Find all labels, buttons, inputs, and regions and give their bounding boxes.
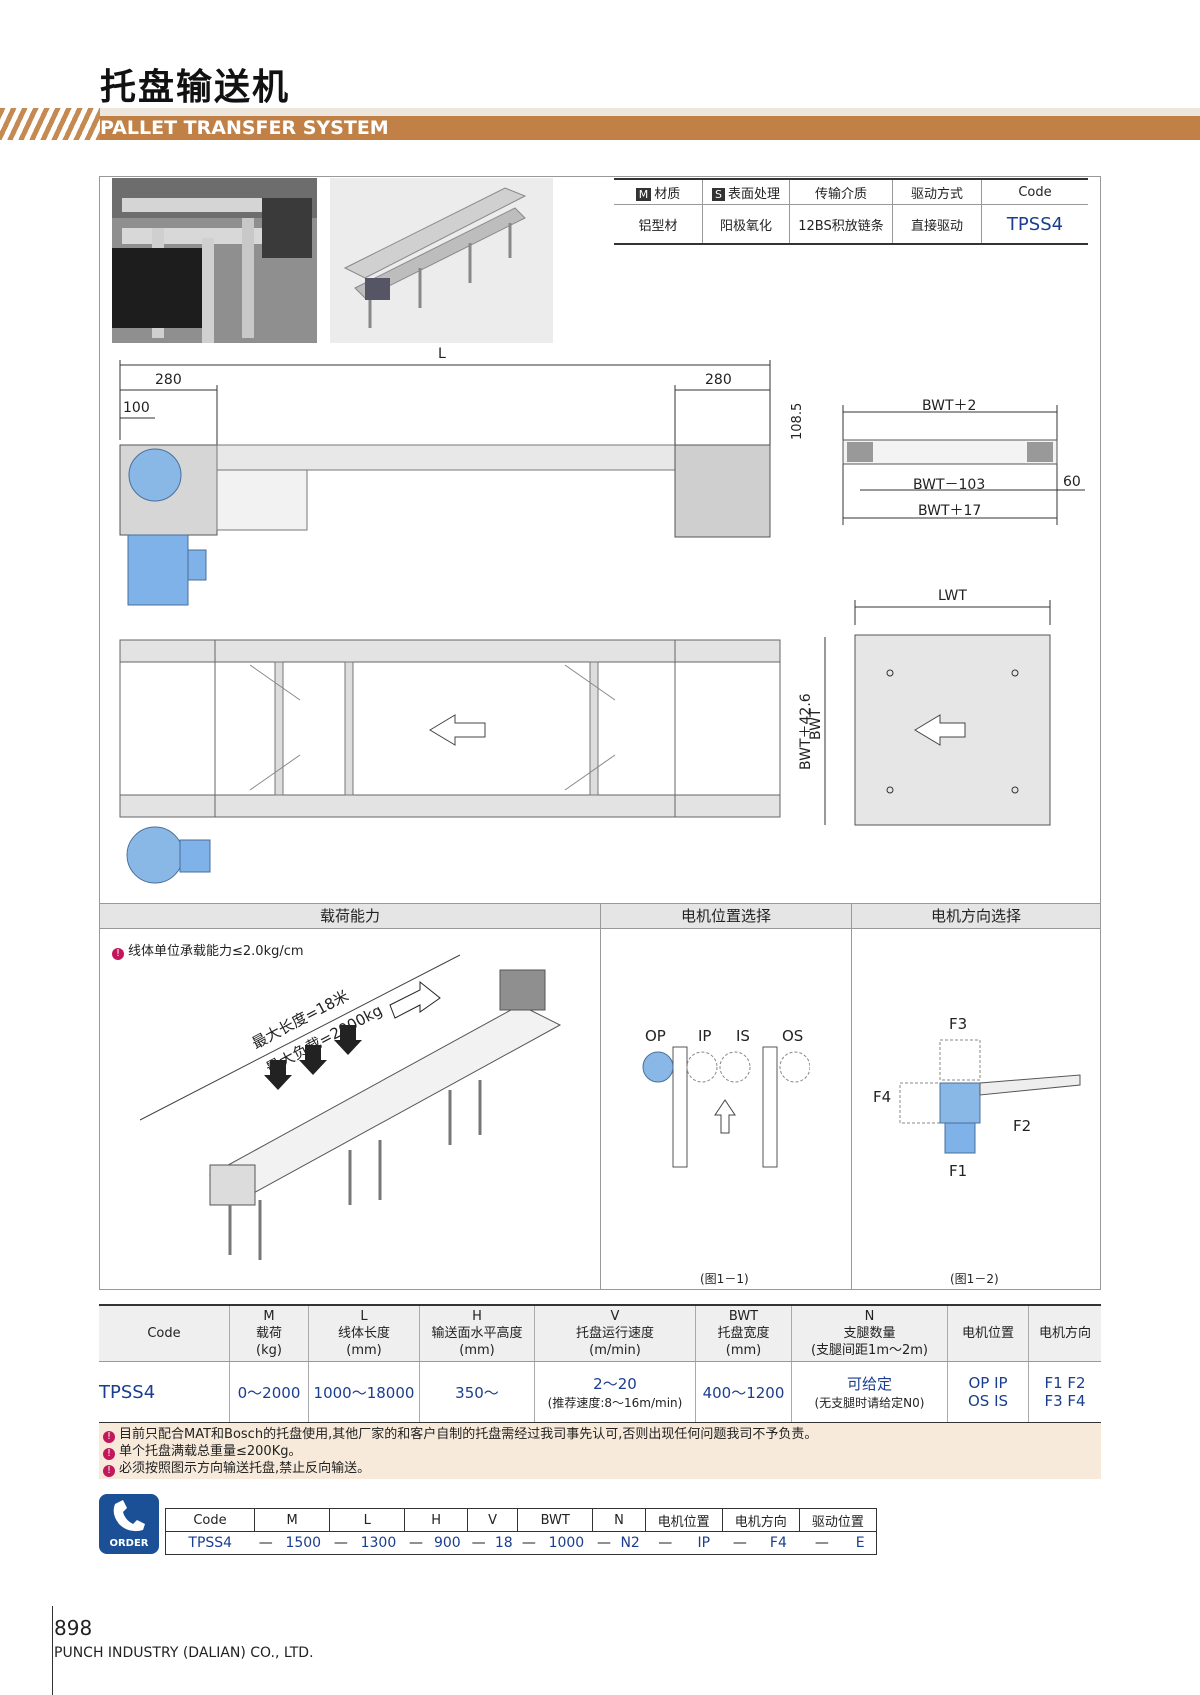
title-band-stripes xyxy=(0,108,100,140)
dir-label-f3: F3 xyxy=(949,1015,968,1033)
notes-box: !目前只配合MAT和Bosch的托盘使用,其他厂家的和客户自制的托盘需经过我司事… xyxy=(99,1423,1101,1479)
section-motor-position: 电机位置选择 xyxy=(601,903,852,929)
dim-bwt-plus2: BWT＋2 xyxy=(922,398,977,414)
pos-label-ip: IP xyxy=(698,1027,712,1045)
figure-caption-1: (图1－1) xyxy=(700,1272,749,1286)
dim-280-right: 280 xyxy=(705,372,732,388)
pos-label-op: OP xyxy=(645,1027,666,1045)
company-name: PUNCH INDUSTRY (DALIAN) CO., LTD. xyxy=(54,1645,314,1661)
dim-100: 100 xyxy=(123,400,150,416)
dir-label-f4: F4 xyxy=(873,1088,892,1106)
side-view-drawing xyxy=(119,360,771,606)
top-view-drawing xyxy=(119,639,781,884)
order-example-table: Code M L H V BWT N 电机位置 电机方向 驱动位置 TPSS4 … xyxy=(165,1508,878,1555)
section-load: 载荷能力 xyxy=(100,903,601,929)
dim-280-left: 280 xyxy=(155,372,182,388)
warning-icon: ! xyxy=(103,1431,115,1443)
dir-label-f1: F1 xyxy=(949,1162,968,1180)
dim-60: 60 xyxy=(1063,474,1081,490)
load-note: !线体单位承载能力≤2.0kg/cm xyxy=(112,940,304,960)
motor-position-drawing xyxy=(642,1046,810,1168)
pos-label-os: OS xyxy=(782,1027,804,1045)
note-item: !单个托盘满载总重量≤200Kg。 xyxy=(99,1443,1101,1460)
page-number: 898 xyxy=(54,1616,93,1640)
dim-L: L xyxy=(438,346,446,362)
page-subtitle: PALLET TRANSFER SYSTEM xyxy=(100,117,389,139)
title-band xyxy=(100,116,1200,140)
title-band-top xyxy=(0,108,1200,116)
load-drawing xyxy=(139,954,562,1260)
motor-direction-drawing xyxy=(899,1039,1081,1154)
warning-icon: ! xyxy=(103,1448,115,1460)
end-view-drawing xyxy=(842,405,1085,525)
warning-icon: ! xyxy=(112,948,124,960)
dim-bwt: BWT xyxy=(808,708,824,741)
divider xyxy=(851,927,852,1289)
dir-label-f2: F2 xyxy=(1013,1117,1032,1135)
order-icon: ORDER xyxy=(99,1494,159,1554)
note-item: !目前只配合MAT和Bosch的托盘使用,其他厂家的和客户自制的托盘需经过我司事… xyxy=(99,1426,1101,1443)
dim-bwt-plus17: BWT＋17 xyxy=(918,503,982,519)
pallet-drawing xyxy=(824,600,1051,826)
dim-108-5: 108.5 xyxy=(790,402,805,440)
product-photo-2 xyxy=(330,178,553,343)
phone-icon xyxy=(113,1500,145,1532)
dim-bwt-minus103: BWT－103 xyxy=(913,477,986,493)
product-frame xyxy=(99,176,1101,1290)
section-motor-direction: 电机方向选择 xyxy=(852,903,1100,929)
pos-label-is: IS xyxy=(736,1027,750,1045)
page-title: 托盘输送机 xyxy=(100,67,291,108)
warning-icon: ! xyxy=(103,1465,115,1477)
divider xyxy=(600,927,601,1289)
footer-rule xyxy=(52,1606,53,1695)
dim-lwt: LWT xyxy=(938,588,967,604)
product-photo-1 xyxy=(112,178,317,343)
figure-caption-2: (图1－2) xyxy=(950,1272,999,1286)
note-item: !必须按照图示方向输送托盘,禁止反向输送。 xyxy=(99,1460,1101,1477)
